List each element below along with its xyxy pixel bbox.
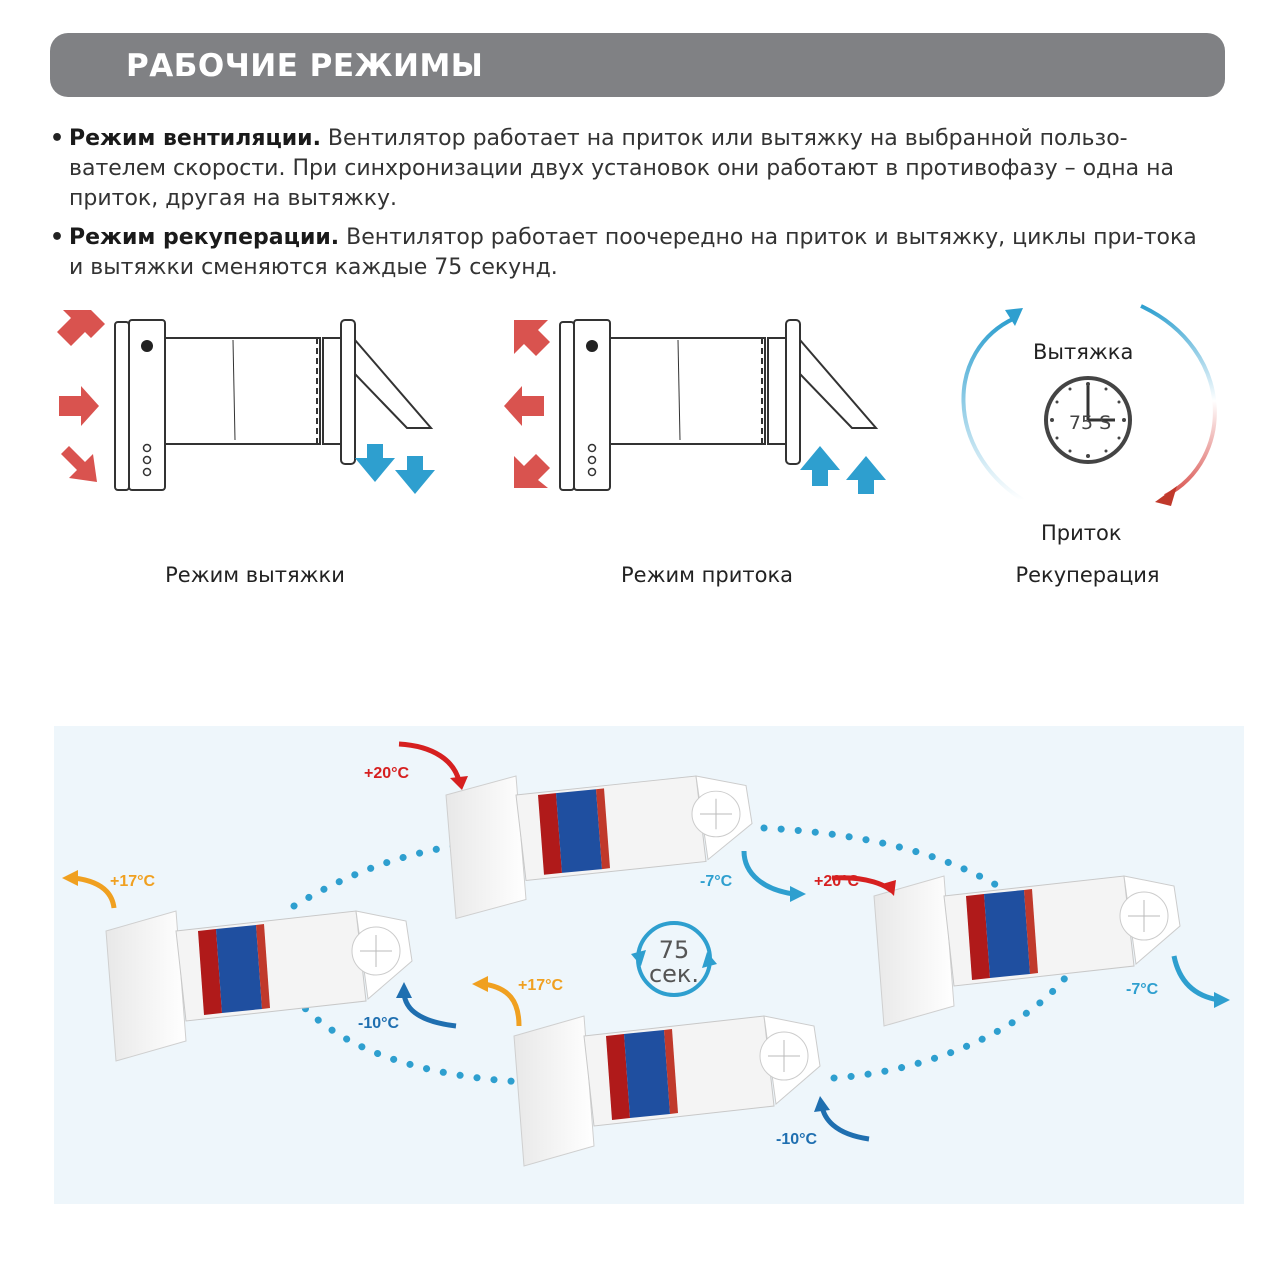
outgoing-arrows xyxy=(355,444,435,494)
control-knob xyxy=(141,340,153,352)
ventilator-unit-top xyxy=(446,776,752,919)
supply-mode-caption: Режим притока xyxy=(582,563,832,587)
exhaust-mode-caption: Режим вытяжки xyxy=(130,563,380,587)
arrow-diagonal-out-bottom xyxy=(514,454,550,488)
recuperation-cycle-figure: 75 S xyxy=(945,300,1235,520)
pair-diagram-canvas: 75 сек. +20°C -7°C +17°C - xyxy=(54,726,1244,1204)
arrow-down-out-1 xyxy=(355,444,395,482)
bullet-ventilation: • Режим вентиляции. Вентилятор работает … xyxy=(50,124,1215,214)
incoming-arrows xyxy=(800,446,886,494)
arrow-diagonal-in-bottom xyxy=(61,446,97,482)
cycle-label-supply: Приток xyxy=(1041,521,1122,545)
ventilator-unit-center xyxy=(514,1016,820,1166)
cycle-arc-left xyxy=(963,318,1023,500)
arrow-down-out-2 xyxy=(395,456,435,494)
arrow-diagonal-in-top xyxy=(57,310,105,346)
supply-mode-figure xyxy=(500,310,900,500)
bullet-dot: • xyxy=(50,124,64,154)
outgoing-arrows xyxy=(504,320,550,488)
clock-label: 75 S xyxy=(1069,412,1111,434)
incoming-arrows xyxy=(57,310,105,482)
temp-right-in: +20°C xyxy=(814,873,860,890)
temp-top-in: +20°C xyxy=(364,765,410,782)
temp-center-in: -10°C xyxy=(776,1131,818,1148)
bullet-dot: • xyxy=(50,223,64,253)
bullet-recuperation: • Режим рекуперации. Вентилятор работает… xyxy=(50,223,1215,283)
ventilator-unit-right xyxy=(874,876,1180,1026)
cycle-arrowhead-bottom xyxy=(1155,486,1177,506)
ventilator-unit-left xyxy=(106,911,412,1061)
arrow-up-in-1 xyxy=(800,446,840,486)
mode-description-list: • Режим вентиляции. Вентилятор работает … xyxy=(50,124,1215,292)
temp-center-out: +17°C xyxy=(518,977,564,994)
recuperation-caption: Рекуперация xyxy=(980,563,1195,587)
arrow-right-in xyxy=(59,386,99,426)
temp-right-out: -7°C xyxy=(1126,981,1159,998)
exhaust-mode-figure xyxy=(55,310,455,500)
arrow-up-in-2 xyxy=(846,456,886,494)
arrow-diagonal-out-top xyxy=(514,320,550,356)
bullet-recuperation-title: Режим рекуперации. xyxy=(69,225,339,250)
cycle-label-exhaust: Вытяжка xyxy=(1033,340,1133,364)
temp-left-in: -10°C xyxy=(358,1015,400,1032)
clock-icon: 75 S xyxy=(1046,378,1130,462)
indicator-lights xyxy=(589,445,596,476)
indicator-lights xyxy=(144,445,151,476)
control-knob xyxy=(586,340,598,352)
section-header: РАБОЧИЕ РЕЖИМЫ xyxy=(50,33,1225,97)
temp-left-out: +17°C xyxy=(110,873,156,890)
timer-badge: 75 сек. xyxy=(631,923,717,995)
temp-top-out: -7°C xyxy=(700,873,733,890)
timer-unit: сек. xyxy=(649,960,699,988)
recuperation-pair-diagram: 75 сек. +20°C -7°C +17°C - xyxy=(54,726,1244,1204)
section-title: РАБОЧИЕ РЕЖИМЫ xyxy=(126,48,483,84)
cycle-arc-right xyxy=(1141,306,1215,496)
bullet-ventilation-title: Режим вентиляции. xyxy=(69,126,321,151)
arrow-left-out xyxy=(504,386,544,426)
